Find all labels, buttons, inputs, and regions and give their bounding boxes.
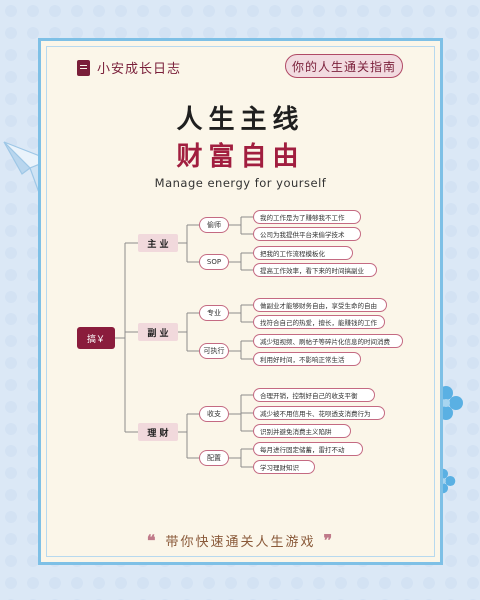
group-label: SOP bbox=[199, 254, 229, 270]
branch-finance: 理 财 bbox=[138, 423, 178, 441]
group-label: 可执行 bbox=[199, 343, 229, 359]
leaf-item: 合理开销，控制好自己的收支平衡 bbox=[253, 388, 375, 402]
leaf-item: 利用好时间，不影响正常生活 bbox=[253, 352, 361, 366]
leaf-item: 公司为我提供平台来偷学技术 bbox=[253, 227, 361, 241]
group-label: 配置 bbox=[199, 450, 229, 466]
leaf-item: 减少被不用信用卡、花呗透支消费行为 bbox=[253, 406, 385, 420]
footer-slogan: ❝ 带你快速通关人生游戏 ❞ bbox=[41, 531, 440, 550]
leaf-item: 减少短视频、刷帖子等碎片化信息的时间消费 bbox=[253, 334, 403, 348]
close-quote-icon: ❞ bbox=[323, 531, 335, 550]
guide-tag: 你的人生通关指南 bbox=[285, 54, 403, 78]
mindmap-connectors bbox=[115, 216, 253, 468]
leaf-item: 提高工作效率，看下来的时间搞副业 bbox=[253, 263, 377, 277]
leaf-item: 每月进行固定储蓄，雷打不动 bbox=[253, 442, 363, 456]
brand: 小安成长日志 bbox=[77, 58, 181, 77]
leaf-item: 我的工作是为了赚够我不工作 bbox=[253, 210, 361, 224]
title-line-2: 财富自由 bbox=[176, 142, 305, 172]
leaf-item: 做副业才能够财务自由，享受生命的自由 bbox=[253, 298, 387, 312]
branch-main-job: 主 业 bbox=[138, 234, 178, 252]
group-label: 专业 bbox=[199, 305, 229, 321]
inner-border bbox=[46, 46, 435, 557]
footer-text: 带你快速通关人生游戏 bbox=[165, 535, 316, 550]
group-label: 收支 bbox=[199, 406, 229, 422]
poster-frame: 小安成长日志 你的人生通关指南 人生主线 财富自由 Manage energy … bbox=[38, 38, 443, 565]
group-label: 偷师 bbox=[199, 217, 229, 233]
subtitle: Manage energy for yourself bbox=[154, 176, 327, 190]
branch-side-job: 副 业 bbox=[138, 323, 178, 341]
leaf-item: 把我的工作流程模板化 bbox=[253, 246, 353, 260]
leaf-item: 学习理财知识 bbox=[253, 460, 315, 474]
leaf-item: 识别并避免消费主义陷阱 bbox=[253, 424, 351, 438]
mindmap-root: 搞￥ bbox=[77, 327, 115, 349]
open-quote-icon: ❝ bbox=[146, 531, 158, 550]
leaf-item: 找符合自己的热爱，擅长，能赚钱的工作 bbox=[253, 315, 385, 329]
title-line-1: 人生主线 bbox=[176, 105, 305, 135]
notebook-icon bbox=[77, 59, 90, 76]
brand-name: 小安成长日志 bbox=[97, 62, 182, 77]
